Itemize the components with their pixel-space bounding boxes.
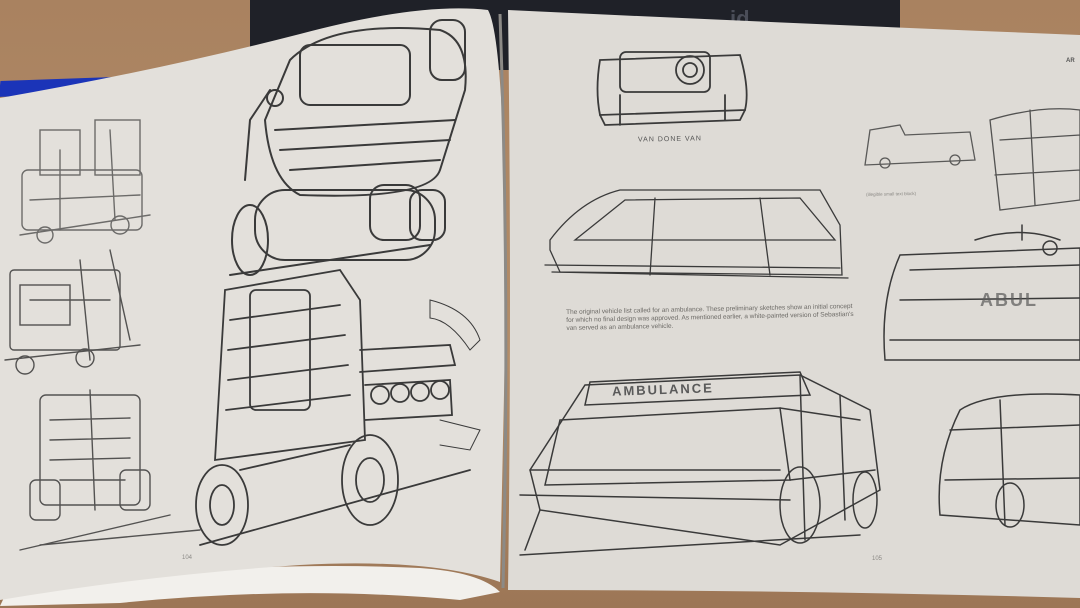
right-page-header: AR [1066,58,1075,64]
sketch-mech-top-left [19,119,151,244]
sketch-van-front [596,51,748,126]
left-page [0,8,506,600]
sketch-van-rear-right [989,108,1080,211]
sketch-mech-bottom-left [19,389,201,551]
right-page [508,10,1080,598]
ambulance-lettering-side: ABUL [980,290,1038,310]
left-page-sketches [4,19,481,551]
book-gutter [498,13,508,589]
sketch-large-mech-bottom [195,269,481,546]
sketch-small-truck [864,124,976,169]
left-page-number: 104 [182,555,193,561]
sketch-ambulance [519,371,881,556]
right-page-number: 105 [872,556,883,562]
sketch-large-mech-top [229,19,467,276]
sketch-label: VAN DONE VAN [637,135,702,144]
right-page-sketches [519,51,1080,556]
sketch-mech-middle-left [4,249,141,375]
sketch-van-front-right [938,393,1080,528]
sketch-ambulance-side-right [883,224,1080,361]
sketch-station-wagon [544,189,849,279]
